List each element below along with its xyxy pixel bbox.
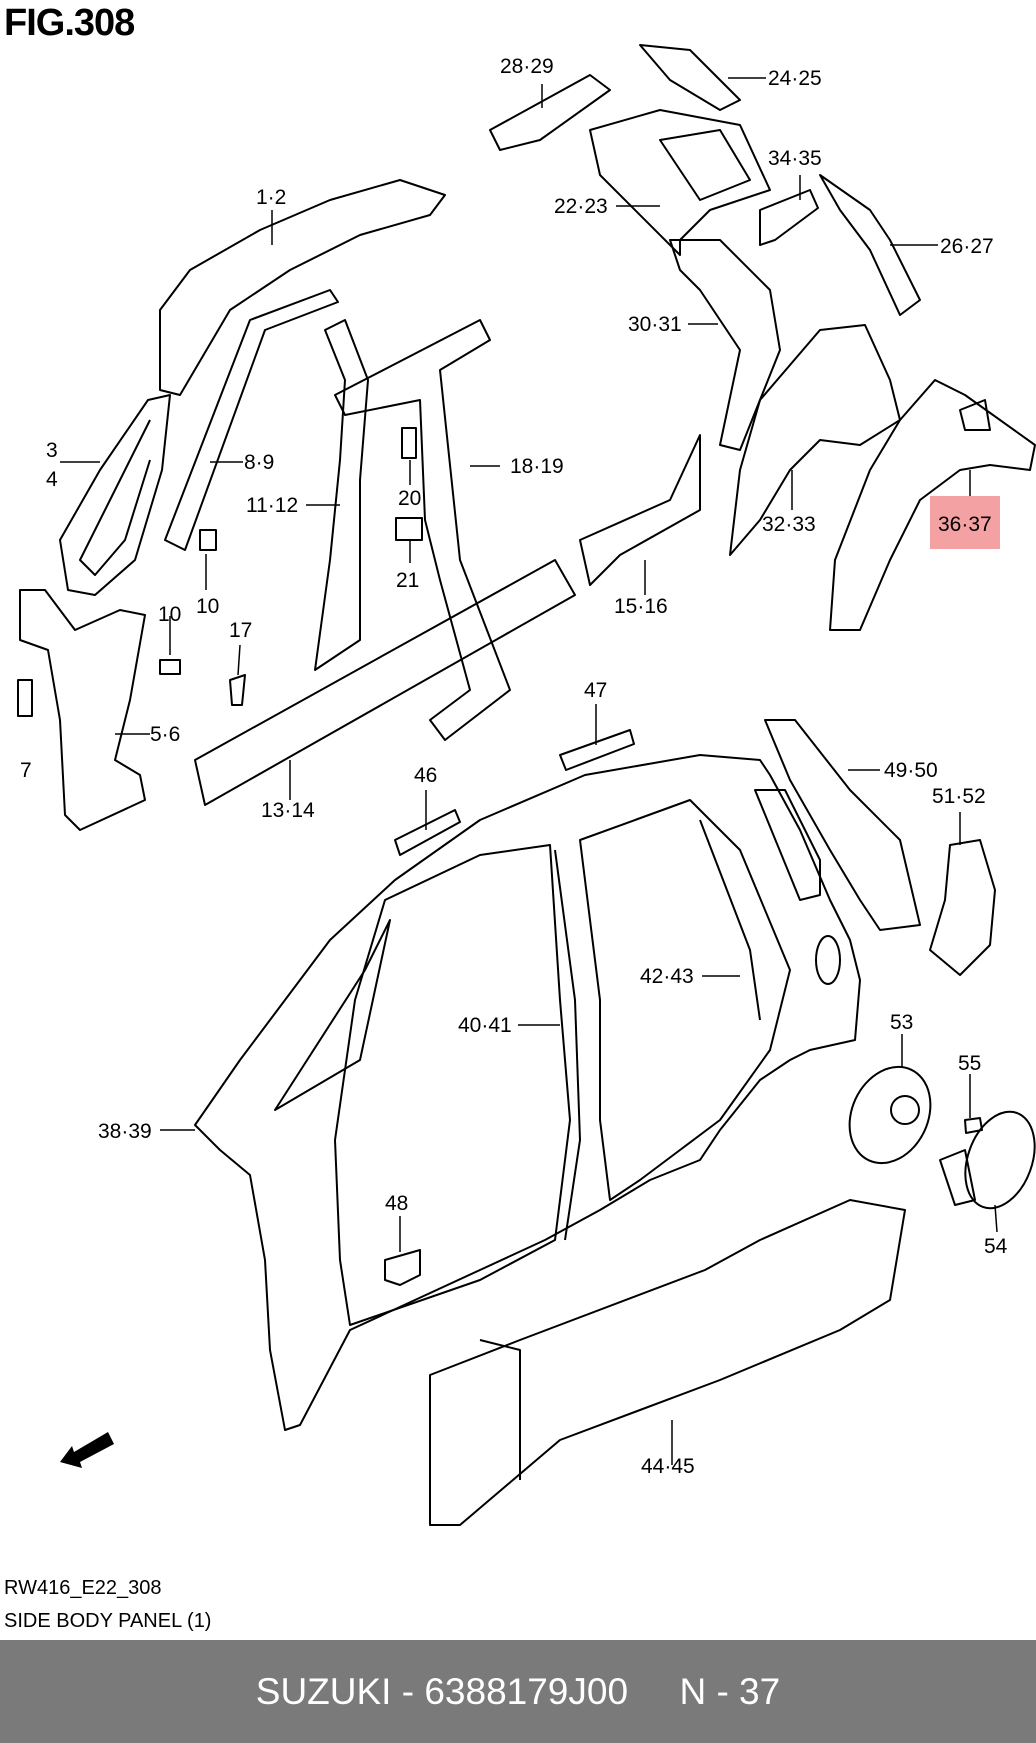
label-15-16: 15·16 — [614, 595, 668, 618]
part-51-52 — [929, 839, 996, 976]
label-47: 47 — [584, 679, 608, 702]
label-7: 7 — [20, 759, 32, 782]
footer-spacer — [628, 1671, 679, 1713]
label-55: 55 — [958, 1052, 982, 1075]
diagram-code: RW416_E22_308 — [4, 1577, 162, 1599]
part-55 — [964, 1117, 983, 1134]
fwd-label: FWD — [78, 1431, 116, 1462]
label-8-9: 8·9 — [244, 451, 275, 474]
part-roof-rail — [159, 179, 446, 396]
part-pillar-strip — [164, 289, 339, 551]
part-wheelhouse-outer — [829, 379, 1036, 631]
quarter-window-opening — [754, 789, 821, 901]
part-rear-pillar-inner — [589, 109, 771, 256]
part-side-sill — [429, 1199, 906, 1526]
part-46 — [394, 809, 461, 856]
part-reinforcement — [579, 434, 701, 586]
footer-brand: SUZUKI — [255, 1670, 392, 1712]
label-49-50: 49·50 — [884, 759, 938, 782]
footer-separator: - — [391, 1670, 425, 1712]
front-door-opening — [334, 844, 571, 1326]
part-26-27 — [819, 174, 921, 316]
part-10-pad-b — [159, 659, 181, 675]
part-side-outer — [194, 754, 861, 1431]
label-10-b: 10 — [196, 595, 220, 618]
label-30-31: 30·31 — [628, 313, 682, 336]
label-46: 46 — [414, 764, 438, 787]
diagram-caption: SIDE BODY PANEL (1) — [4, 1610, 212, 1632]
part-sill-rail — [194, 559, 576, 806]
part-54 — [964, 1110, 1036, 1210]
fwd-arrow-icon: FWD — [60, 1431, 116, 1468]
footer-part-number: 6388179J00 — [424, 1670, 629, 1712]
part-wheelhouse-inner — [729, 324, 901, 556]
part-24-25 — [639, 44, 741, 111]
part-hinge-pillar — [19, 589, 146, 831]
label-10-a: 10 — [158, 603, 182, 626]
figure-title: FIG.308 — [4, 2, 135, 44]
label-32-33: 32·33 — [762, 513, 816, 536]
footer-bar: SUZUKI - 6388179J00 N - 37 — [0, 1640, 1036, 1743]
front-window-opening — [274, 919, 391, 1111]
part-21 — [395, 517, 423, 541]
label-26-27: 26·27 — [940, 235, 994, 258]
label-11-12: 11·12 — [246, 494, 299, 517]
part-a-pillar-inner — [59, 394, 171, 596]
label-17: 17 — [229, 619, 253, 642]
part-20 — [401, 427, 417, 459]
label-22-23: 22·23 — [554, 195, 608, 218]
label-51-52: 51·52 — [932, 785, 986, 808]
part-b-pillar-inner — [314, 319, 369, 671]
label-4: 4 — [46, 468, 58, 491]
part-34-35 — [759, 189, 819, 246]
label-5-6: 5·6 — [150, 723, 181, 746]
part-7 — [17, 679, 33, 717]
part-53 — [848, 1065, 932, 1165]
rear-door-opening — [579, 799, 791, 1201]
label-54: 54 — [984, 1235, 1008, 1258]
label-21: 21 — [396, 569, 420, 592]
part-17 — [229, 674, 246, 706]
fuel-lid-opening — [815, 935, 841, 985]
label-20: 20 — [398, 487, 422, 510]
part-49-50 — [764, 719, 921, 931]
label-44-45: 44·45 — [641, 1455, 695, 1478]
label-40-41: 40·41 — [458, 1014, 512, 1037]
part-47 — [559, 729, 635, 771]
label-3: 3 — [46, 439, 58, 462]
footer-position: N - 37 — [679, 1670, 781, 1712]
label-1-2: 1·2 — [256, 186, 287, 209]
part-28-29 — [489, 74, 611, 151]
label-13-14: 13·14 — [261, 799, 315, 822]
label-36-37-highlighted[interactable]: 36·37 — [930, 496, 1000, 549]
part-10-pad-a — [199, 529, 217, 551]
label-24-25: 24·25 — [768, 67, 822, 90]
label-34-35: 34·35 — [768, 147, 822, 170]
part-30-31 — [669, 239, 781, 451]
label-53: 53 — [890, 1011, 914, 1034]
part-48 — [384, 1249, 421, 1286]
label-38-39: 38·39 — [98, 1120, 152, 1143]
part-b-pillar-outer — [334, 319, 511, 741]
label-42-43: 42·43 — [640, 965, 694, 988]
label-18-19: 18·19 — [510, 455, 564, 478]
label-48: 48 — [385, 1192, 409, 1215]
label-28-29: 28·29 — [500, 55, 554, 78]
